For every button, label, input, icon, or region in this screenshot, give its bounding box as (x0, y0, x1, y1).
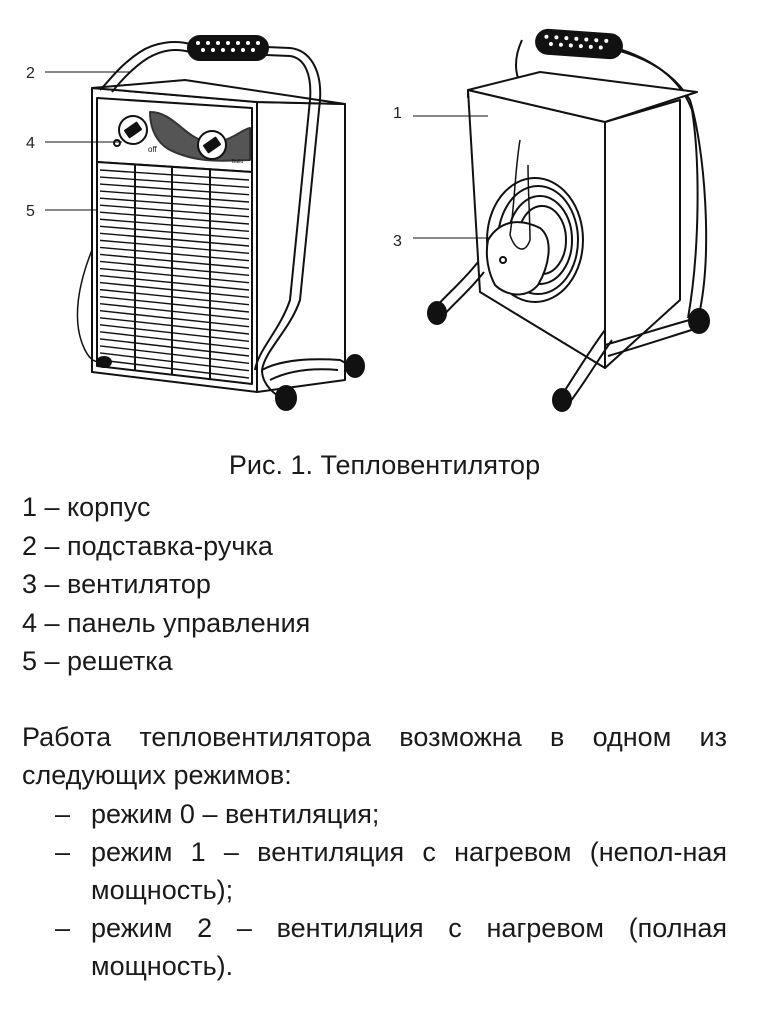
legend-item: 1 – корпус (22, 492, 151, 522)
list-dash: – (55, 913, 71, 943)
figure-caption: Рис. 1. Тепловентилятор (228, 450, 541, 480)
handle-grip (187, 35, 269, 61)
stand-handle (99, 41, 322, 401)
panel-off-label: off (148, 145, 158, 154)
legend-item: 3 – вентилятор (22, 569, 211, 599)
list-dash: – (55, 799, 71, 829)
modes-list: – режим 0 – вентиляция; – режим 1 – вент… (55, 795, 727, 985)
mode-item: – режим 2 – вентиляция с нагревом (полна… (55, 909, 727, 985)
mode-item: – режим 0 – вентиляция; (55, 795, 727, 833)
legend-item: 4 – панель управления (22, 607, 311, 638)
list-dash: – (55, 837, 71, 867)
legend-item: 2 – подставка-ручка (22, 530, 273, 561)
heater-front-view: off Ballu (76, 35, 365, 411)
mode-text: режим 0 – вентиляция; (91, 799, 380, 829)
fan-motor (485, 221, 550, 296)
handle-grip-back (535, 28, 623, 60)
heater-back-view (427, 28, 710, 412)
callout-4: 4 (26, 135, 35, 152)
callout-5: 5 (26, 203, 35, 220)
parts-legend: 1 – корпус 2 – подставка-ручка 3 – венти… (22, 488, 310, 681)
panel-brand-label: Ballu (232, 159, 243, 165)
mode-text: режим 1 – вентиляция с нагревом (непол-н… (91, 837, 727, 905)
callouts-left: 2 4 5 (26, 65, 130, 220)
heater-illustration: off Ballu 2 4 5 (26, 28, 710, 412)
callout-3: 3 (393, 233, 402, 250)
mode-item: – режим 1 – вентиляция с нагревом (непол… (55, 833, 727, 909)
callouts-right: 1 3 (393, 105, 490, 250)
callout-1: 1 (393, 105, 402, 122)
callout-2: 2 (26, 65, 35, 82)
modes-intro: Работа тепловентилятора возможна в одном… (22, 722, 727, 790)
mode-text: режим 2 – вентиляция с нагревом (полная … (91, 913, 727, 981)
legend-item: 5 – решетка (22, 646, 173, 676)
